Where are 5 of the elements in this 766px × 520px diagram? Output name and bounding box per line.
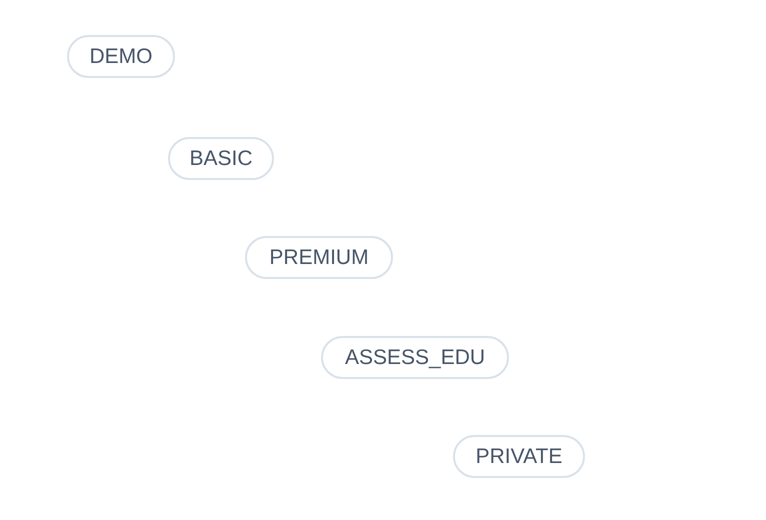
tag: DEMO (67, 35, 175, 78)
tag: ASSESS_EDU (321, 336, 509, 379)
tag: PRIVATE (453, 435, 585, 478)
tag: PREMIUM (245, 236, 393, 279)
tag: BASIC (168, 137, 274, 180)
